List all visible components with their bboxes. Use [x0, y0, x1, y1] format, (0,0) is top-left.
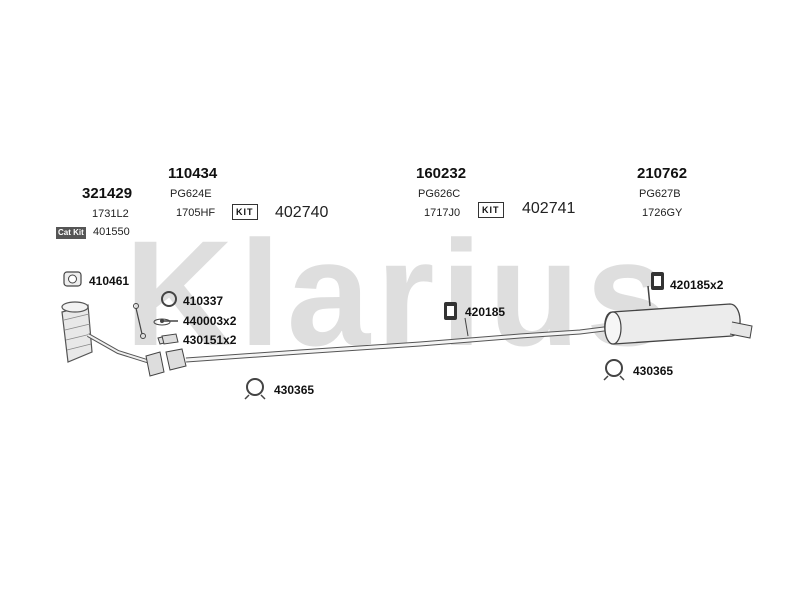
rubber-mount-icon [444, 302, 457, 320]
flange-joint [145, 348, 187, 377]
clamp-ring-icon [603, 359, 625, 381]
kit-badge: KIT [232, 204, 258, 220]
code-1705HF: 1705HF [176, 207, 216, 219]
part-number-110434: 110434 [168, 165, 218, 182]
kit-badge-2: KIT [478, 202, 504, 218]
cat-kit-number: 401550 [93, 226, 130, 238]
code-1726GY: 1726GY [642, 207, 683, 219]
clamp-ring-icon [161, 291, 177, 307]
part-number-210762: 210762 [637, 165, 688, 182]
rubber-mount-icon [651, 272, 664, 290]
bolt-icon [133, 303, 146, 339]
part-410337: 410337 [183, 294, 224, 308]
hanger-rod [464, 317, 469, 337]
kit-number-402740: 402740 [275, 204, 329, 221]
part-420185x2: 420185x2 [670, 278, 724, 292]
code-PG624E: PG624E [170, 188, 212, 200]
part-430365-right: 430365 [633, 364, 674, 378]
part-number-160232: 160232 [416, 165, 467, 182]
part-410461: 410461 [89, 274, 130, 288]
part-430365-left: 430365 [274, 383, 315, 397]
clamp-ring-icon [161, 333, 179, 345]
part-number-321429: 321429 [82, 185, 133, 202]
code-1731L2: 1731L2 [92, 208, 129, 220]
middle-pipe [185, 325, 613, 363]
code-PG627B: PG627B [639, 188, 681, 200]
clamp-ring-icon [244, 378, 266, 400]
kit-number-402741: 402741 [522, 200, 576, 217]
bolt-icon [160, 319, 178, 323]
part-430151x2: 430151x2 [183, 333, 237, 347]
part-420185: 420185 [465, 305, 506, 319]
part-440003x2: 440003x2 [183, 314, 237, 328]
rear-silencer [604, 285, 753, 345]
code-PG626C: PG626C [418, 188, 461, 200]
gasket-icon [63, 271, 82, 287]
catalytic-converter [61, 301, 151, 364]
cat-kit-badge: Cat Kit [56, 227, 86, 239]
watermark-text: Klarius [125, 209, 676, 377]
code-1717J0: 1717J0 [424, 207, 461, 219]
